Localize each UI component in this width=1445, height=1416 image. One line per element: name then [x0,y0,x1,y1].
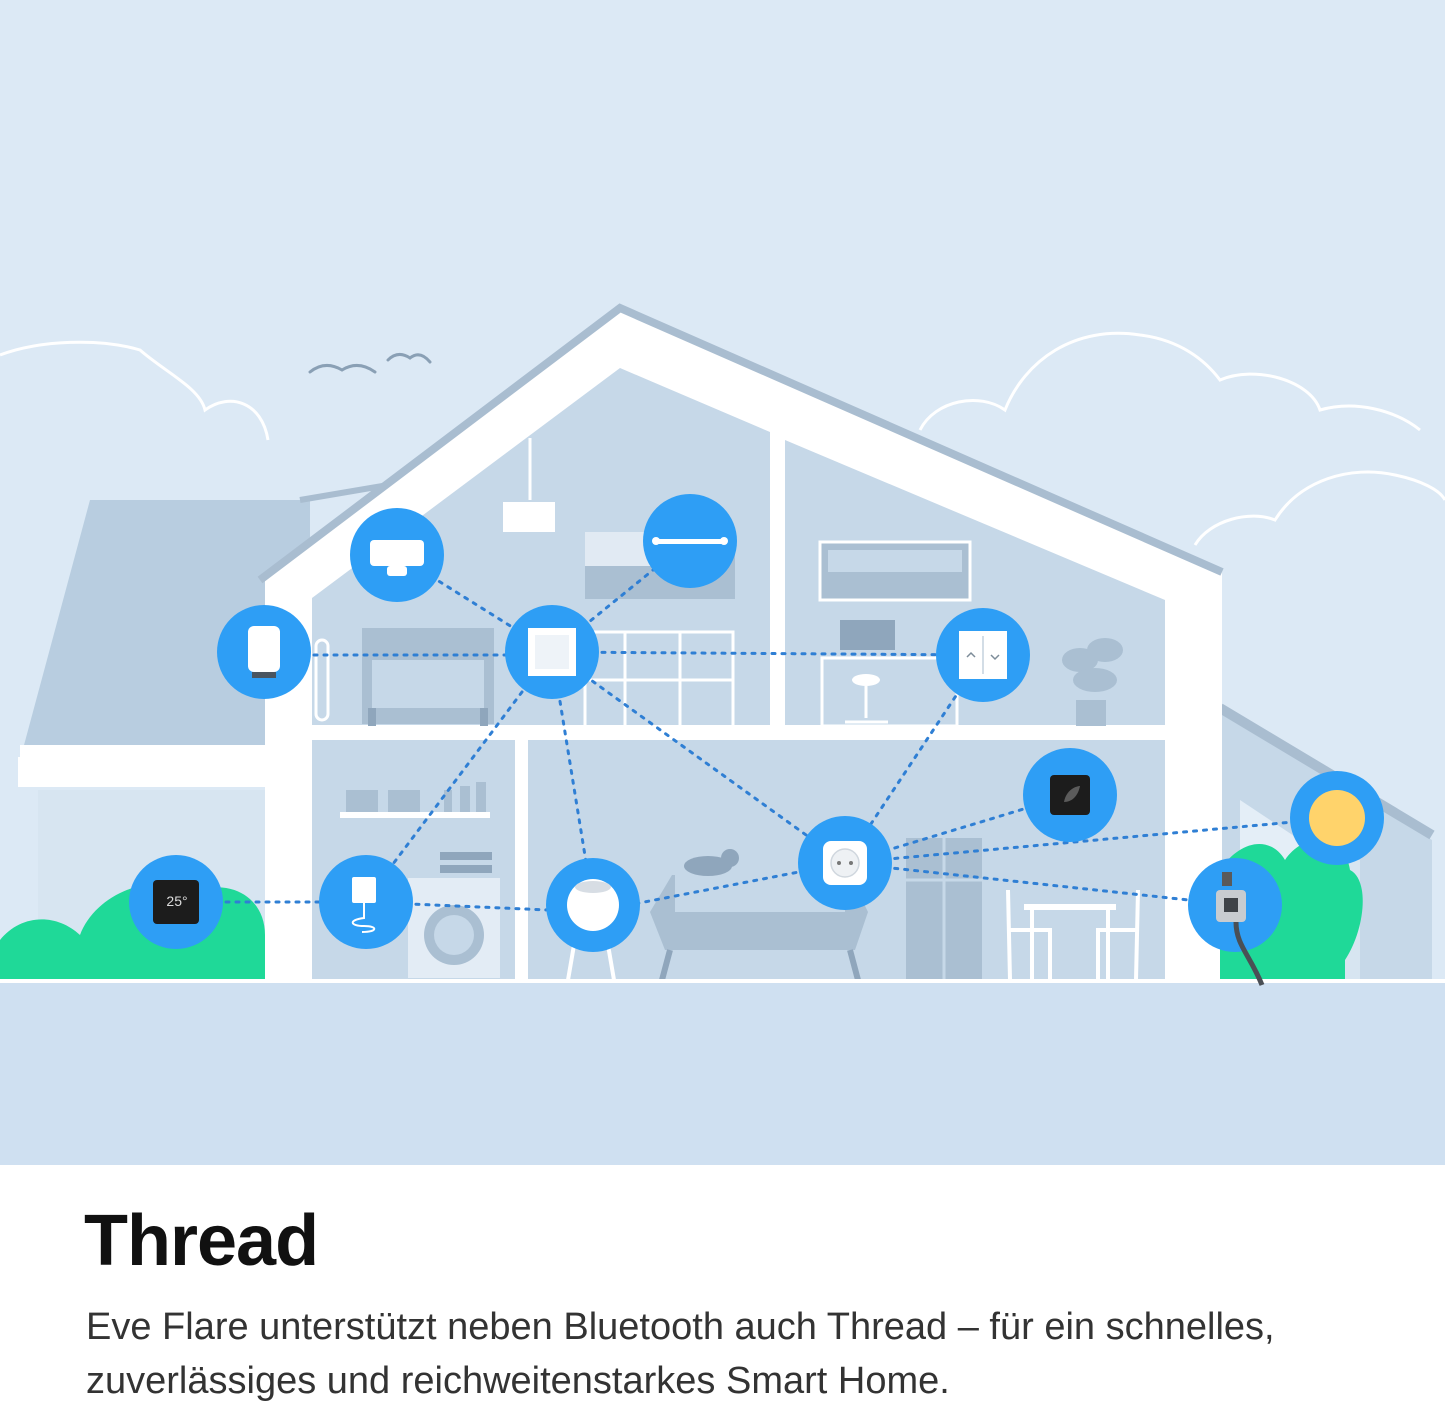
device-node-thermostat: 25° [129,855,223,949]
eve-flare-lamp-icon [567,879,619,931]
thermostat-display: 25° [166,893,187,909]
light-strip-icon [652,537,728,545]
room-sensor-icon [1050,775,1090,815]
study-furniture [818,540,1123,728]
roof-motion-icon [370,540,424,576]
caption-panel [0,1165,1445,1416]
smart-plug-icon [823,841,867,885]
device-node-window-contact [217,605,311,699]
device-node-water-guard [319,855,413,949]
smart-home-illustration: 25° [0,0,1445,1165]
device-node-light-switch [505,605,599,699]
ground [0,982,1445,1165]
device-node-eve-flare [546,858,640,952]
device-node-roof-motion [350,508,444,602]
water-guard-icon [351,877,376,933]
garden-lamp-icon [1309,790,1365,846]
device-node-smart-plug [798,816,892,910]
device-node-double-switch [936,608,1030,702]
device-node-light-strip [643,494,737,588]
double-switch-icon [959,631,1007,679]
cloud-icon [0,331,1445,546]
caption-title: Thread [84,1201,319,1281]
device-node-aqua-valve [1188,858,1282,986]
device-node-room-sensor [1023,748,1117,842]
device-node-garden-lamp [1290,771,1384,865]
laundry-furniture [340,782,500,978]
caption-body-line-1: Eve Flare unterstützt neben Bluetooth au… [86,1306,1275,1348]
caption-body: Eve Flare unterstützt neben Bluetooth au… [86,1300,1386,1408]
aqua-valve-icon [1216,872,1265,986]
window-contact-icon [248,626,280,678]
thermostat-icon: 25° [153,880,199,924]
caption-body-line-2: zuverlässiges und reichweitenstarkes Sma… [86,1360,950,1402]
birds-icon [308,353,432,374]
light-switch-icon [528,628,576,676]
